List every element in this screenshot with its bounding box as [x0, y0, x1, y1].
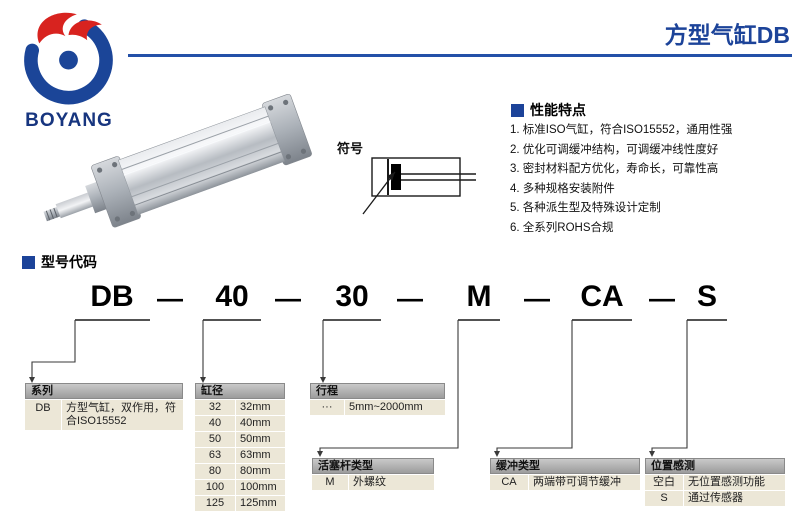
feature-item: 6. 全系列ROHS合规 — [510, 221, 614, 234]
code-separator: — — [524, 283, 550, 313]
cell-code: S — [645, 491, 683, 506]
features-section-head: 性能特点 — [511, 100, 586, 120]
bore-table-header: 缸径 — [195, 383, 285, 399]
cell-code: 63 — [195, 448, 235, 463]
series-table: 系列 DB 方型气缸，双作用，符合ISO15552 — [25, 383, 183, 430]
code-separator: — — [157, 283, 183, 313]
stroke-table: 行程 ··· 5mm~2000mm — [310, 383, 445, 415]
cell-code: 50 — [195, 432, 235, 447]
code-series: DB — [90, 280, 134, 313]
cell-desc: 外螺纹 — [349, 475, 434, 490]
code-sensing: S — [696, 280, 717, 313]
table-row: 40 40mm — [195, 416, 285, 431]
table-row: ··· 5mm~2000mm — [310, 400, 445, 415]
cell-desc: 无位置感测功能 — [684, 475, 785, 490]
table-row: M 外螺纹 — [312, 475, 434, 490]
rod-type-table-header: 活塞杆类型 — [312, 458, 434, 474]
code-separator: — — [275, 283, 301, 313]
table-row: 125 125mm — [195, 496, 285, 511]
symbol-label: 符号 — [337, 141, 364, 156]
brand-name: BOYANG — [25, 110, 113, 131]
code-bore: 40 — [215, 280, 249, 313]
stroke-table-header: 行程 — [310, 383, 445, 399]
table-row: CA 两端带可调节缓冲 — [490, 475, 640, 490]
feature-item: 1. 标准ISO气缸，符合ISO15552，通用性强 — [510, 124, 733, 136]
feature-item: 2. 优化可调缓冲结构，可调缓冲线性度好 — [510, 143, 719, 156]
pneumatic-symbol-diagram — [362, 150, 480, 222]
cell-code: CA — [490, 475, 528, 490]
cell-code: 100 — [195, 480, 235, 495]
table-row: 80 80mm — [195, 464, 285, 479]
code-rod: M — [466, 280, 492, 313]
cell-desc: 40mm — [236, 416, 285, 431]
model-code-bullet-icon — [22, 255, 35, 269]
code-cushion: CA — [580, 280, 624, 313]
cell-code: ··· — [310, 400, 344, 415]
cell-desc: 32mm — [236, 400, 285, 415]
cell-code: 80 — [195, 464, 235, 479]
cell-code: DB — [25, 400, 61, 430]
product-image-cylinder — [35, 72, 345, 247]
table-row: 32 32mm — [195, 400, 285, 415]
cell-desc: 5mm~2000mm — [345, 400, 445, 415]
cell-desc: 两端带可调节缓冲 — [529, 475, 640, 490]
features-title: 性能特点 — [530, 102, 586, 118]
position-sensing-table-header: 位置感测 — [645, 458, 785, 474]
table-row: 100 100mm — [195, 480, 285, 495]
table-row: 63 63mm — [195, 448, 285, 463]
table-row: 50 50mm — [195, 432, 285, 447]
cell-desc: 80mm — [236, 464, 285, 479]
position-sensing-table: 位置感测 空白 无位置感测功能 S 通过传感器 — [645, 458, 785, 506]
cell-code: M — [312, 475, 348, 490]
cell-code: 空白 — [645, 475, 683, 490]
bore-table: 缸径 32 32mm 40 40mm 50 50mm 63 63mm 80 80… — [195, 383, 285, 511]
feature-item: 3. 密封材料配方优化，寿命长，可靠性高 — [510, 163, 719, 175]
cushion-table-header: 缓冲类型 — [490, 458, 640, 474]
table-row: 空白 无位置感测功能 — [645, 475, 785, 490]
cell-desc: 100mm — [236, 480, 285, 495]
cell-desc: 通过传感器 — [684, 491, 785, 506]
code-stroke: 30 — [335, 280, 369, 313]
features-bullet-icon — [511, 103, 524, 117]
header-rule — [128, 54, 792, 57]
table-row: DB 方型气缸，双作用，符合ISO15552 — [25, 400, 183, 430]
page-title: 方型气缸DB — [664, 22, 790, 48]
logo-swirl-icon — [24, 12, 113, 105]
cell-desc: 63mm — [236, 448, 285, 463]
table-row: S 通过传感器 — [645, 491, 785, 506]
feature-item: 4. 多种规格安装附件 — [510, 182, 615, 195]
cell-code: 32 — [195, 400, 235, 415]
brand-logo — [16, 8, 121, 108]
cell-code: 125 — [195, 496, 235, 511]
cushion-table: 缓冲类型 CA 两端带可调节缓冲 — [490, 458, 640, 490]
code-separator: — — [397, 283, 423, 313]
cell-desc: 125mm — [236, 496, 285, 511]
feature-item: 5. 各种派生型及特殊设计定制 — [510, 202, 661, 214]
cell-desc: 50mm — [236, 432, 285, 447]
model-code-title: 型号代码 — [41, 254, 97, 270]
code-separator: — — [649, 283, 675, 313]
model-code-section-head: 型号代码 — [22, 252, 97, 272]
features-list: 1. 标准ISO气缸，符合ISO15552，通用性强 2. 优化可调缓冲结构，可… — [510, 121, 732, 238]
cell-desc: 方型气缸，双作用，符合ISO15552 — [62, 400, 183, 430]
rod-type-table: 活塞杆类型 M 外螺纹 — [312, 458, 434, 490]
series-table-header: 系列 — [25, 383, 183, 399]
cell-code: 40 — [195, 416, 235, 431]
